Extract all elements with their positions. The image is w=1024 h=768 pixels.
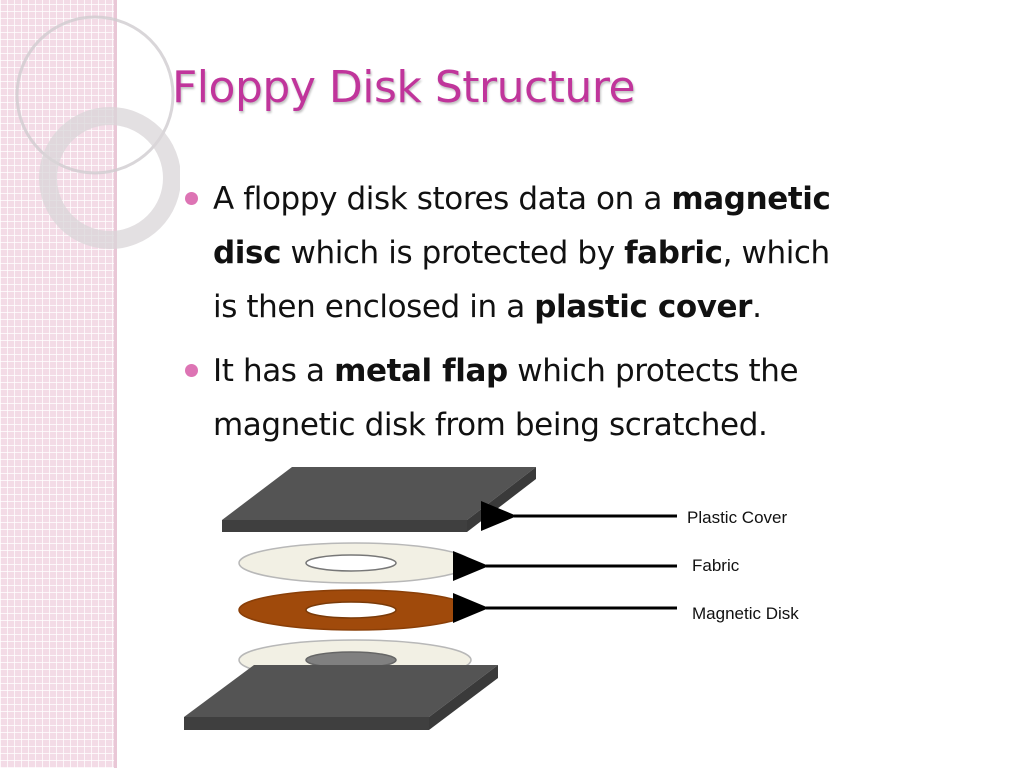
bold-run: fabric <box>624 235 723 271</box>
magnetic-disk-label: Magnetic Disk <box>692 604 799 623</box>
text-run: is then enclosed in a <box>213 289 535 325</box>
bullet-line: magnetic disk from being scratched. <box>213 398 983 452</box>
text-run: A floppy disk stores data on a <box>213 181 672 217</box>
plastic-cover-label: Plastic Cover <box>687 508 787 527</box>
slide-title: Floppy Disk Structure <box>172 62 636 113</box>
bullet-line: is then enclosed in a plastic cover. <box>213 280 983 334</box>
text-run: magnetic disk from being scratched. <box>213 407 768 443</box>
fabric-label: Fabric <box>692 556 740 575</box>
top-plate <box>222 467 536 532</box>
text-run: which is protected by <box>281 235 625 271</box>
bullet-list: A floppy disk stores data on a magnetic … <box>183 172 983 462</box>
bullet-line: A floppy disk stores data on a magnetic <box>213 172 983 226</box>
text-run: It has a <box>213 353 335 389</box>
floppy-disk-diagram: Plastic Cover Fabric Magnetic Disk <box>184 467 799 730</box>
bullet-item: It has a metal flap which protects the m… <box>183 344 983 452</box>
bottom-plate <box>184 665 498 730</box>
sidebar-pattern <box>0 0 114 768</box>
bullet-dot-icon <box>185 192 198 205</box>
text-run: , which <box>722 235 831 271</box>
bold-run: disc <box>213 235 282 271</box>
decorative-rings <box>15 15 180 249</box>
bold-run: metal flap <box>334 353 508 389</box>
fabric-ring <box>238 542 472 584</box>
bold-run: magnetic <box>671 181 831 217</box>
text-run: which protects the <box>507 353 799 389</box>
text-run: . <box>752 289 762 325</box>
magnetic-disk <box>238 589 472 631</box>
bullet-item: A floppy disk stores data on a magnetic … <box>183 172 983 334</box>
bullet-line: disc which is protected by fabric, which <box>213 226 983 280</box>
bold-run: plastic cover <box>534 289 753 325</box>
bullet-dot-icon <box>185 364 198 377</box>
bullet-line: It has a metal flap which protects the <box>213 344 983 398</box>
sidebar-edge <box>114 0 117 768</box>
